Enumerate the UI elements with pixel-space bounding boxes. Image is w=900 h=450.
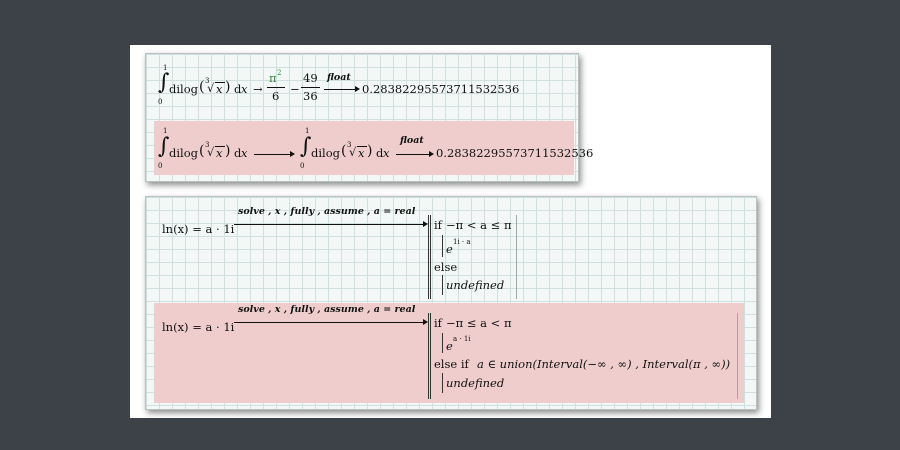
math-region-symbolic[interactable]: 1 ∫ 0 dilog ( 3 √ x ) d x → π 2 6 − 49 3… xyxy=(154,62,574,108)
eval-arrow-line xyxy=(254,154,291,155)
integral-sign: ∫ xyxy=(158,134,170,159)
open-paren: ( xyxy=(199,79,205,95)
else-keyword: else xyxy=(434,260,458,274)
fraction-bar xyxy=(267,87,285,88)
if-condition: −π < a ≤ π xyxy=(446,218,512,232)
upper-limit: 1 xyxy=(305,127,310,135)
lower-limit: 0 xyxy=(300,162,305,170)
branch-bar xyxy=(442,373,443,393)
variable-x: x xyxy=(358,146,365,160)
differential-d: d xyxy=(234,146,242,160)
exp-base: e xyxy=(446,242,453,256)
eval-arrow: → xyxy=(253,82,263,96)
float-result: 0.28382295573711532536 xyxy=(362,82,520,96)
program-bar xyxy=(428,215,429,299)
math-region-solve[interactable]: ln(x) = a · 1i solve , x , fully , assum… xyxy=(154,203,744,299)
close-paren: ) xyxy=(367,143,373,159)
lower-limit: 0 xyxy=(158,98,163,106)
worksheet-dilog: 1 ∫ 0 dilog ( 3 √ x ) d x → π 2 6 − 49 3… xyxy=(145,53,593,182)
float-keyword: float xyxy=(400,135,424,146)
dilog-function: dilog xyxy=(311,146,341,160)
close-paren: ) xyxy=(225,143,231,159)
if-keyword: if xyxy=(434,218,442,232)
solve-arrow-head xyxy=(423,319,428,325)
float-arrow-head xyxy=(429,151,434,157)
program-bracket xyxy=(516,215,517,299)
variable-x: x xyxy=(216,146,223,160)
if-condition: −π ≤ a < π xyxy=(446,316,512,330)
upper-limit: 1 xyxy=(163,64,168,72)
integral-sign: ∫ xyxy=(300,134,312,159)
equation-lhs: ln(x) = a · 1i xyxy=(162,320,235,334)
root-index: 3 xyxy=(205,141,210,149)
open-paren: ( xyxy=(341,143,347,159)
differential-x: x xyxy=(383,146,390,160)
branch-bar xyxy=(442,275,443,295)
if-keyword: if xyxy=(434,316,442,330)
undefined-result: undefined xyxy=(446,376,505,390)
constant-pi: π xyxy=(269,71,277,85)
float-keyword: float xyxy=(327,72,351,83)
solve-arrow-head xyxy=(423,221,428,227)
open-paren: ( xyxy=(199,143,205,159)
minus-sign: − xyxy=(290,82,300,96)
denominator-6: 6 xyxy=(272,89,280,103)
differential-x: x xyxy=(241,146,248,160)
lower-limit: 0 xyxy=(158,162,163,170)
integral-sign: ∫ xyxy=(158,70,170,95)
exp-power: 1i · a xyxy=(453,238,471,246)
worksheet-solve: ln(x) = a · 1i solve , x , fully , assum… xyxy=(145,196,757,410)
dilog-function: dilog xyxy=(169,146,199,160)
differential-d: d xyxy=(234,82,242,96)
radical-bar xyxy=(215,82,225,83)
program-bar xyxy=(430,313,431,399)
program-bracket xyxy=(737,313,738,399)
variable-x: x xyxy=(216,82,223,96)
float-result: 0.28382295573711532536 xyxy=(436,146,594,160)
branch-bar xyxy=(442,333,443,353)
radical-bar xyxy=(357,146,367,147)
solve-arrow-line xyxy=(234,322,424,323)
close-paren: ) xyxy=(225,79,231,95)
elseif-keyword: else if xyxy=(434,357,469,371)
radical-sign: √ xyxy=(207,81,215,95)
differential-d: d xyxy=(376,146,384,160)
elseif-condition: a ∈ union(Interval(−∞ , ∞) , Interval(π … xyxy=(477,357,731,371)
root-index: 3 xyxy=(347,141,352,149)
solve-keyword: solve , x , fully , assume , a = real xyxy=(238,304,416,315)
float-arrow-head xyxy=(355,86,360,92)
math-region-highlighted[interactable]: 1 ∫ 0 dilog ( 3 √ x ) d x 1 ∫ 0 dilog ( … xyxy=(154,121,593,175)
radical-sign: √ xyxy=(349,145,357,159)
equation-lhs: ln(x) = a · 1i xyxy=(162,222,235,236)
upper-limit: 1 xyxy=(163,127,168,135)
eval-arrow-head xyxy=(290,151,295,157)
program-bar xyxy=(428,313,429,399)
solve-keyword: solve , x , fully , assume , a = real xyxy=(238,206,416,217)
radical-sign: √ xyxy=(207,145,215,159)
math-region-highlighted[interactable]: ln(x) = a · 1i solve , x , fully , assum… xyxy=(154,303,744,403)
undefined-result: undefined xyxy=(446,278,505,292)
pi-exponent: 2 xyxy=(277,69,282,77)
denominator-36: 36 xyxy=(303,89,318,103)
differential-x: x xyxy=(241,82,248,96)
program-bar xyxy=(430,215,431,299)
exp-power: a · 1i xyxy=(453,335,471,343)
numerator-49: 49 xyxy=(303,71,318,85)
radical-bar xyxy=(215,146,225,147)
solve-arrow-line xyxy=(234,224,424,225)
dilog-function: dilog xyxy=(169,82,199,96)
exp-base: e xyxy=(446,339,453,353)
float-arrow-line xyxy=(396,154,430,155)
root-index: 3 xyxy=(205,77,210,85)
branch-bar xyxy=(442,235,443,257)
fraction-bar xyxy=(301,87,320,88)
float-arrow-line xyxy=(324,89,356,90)
